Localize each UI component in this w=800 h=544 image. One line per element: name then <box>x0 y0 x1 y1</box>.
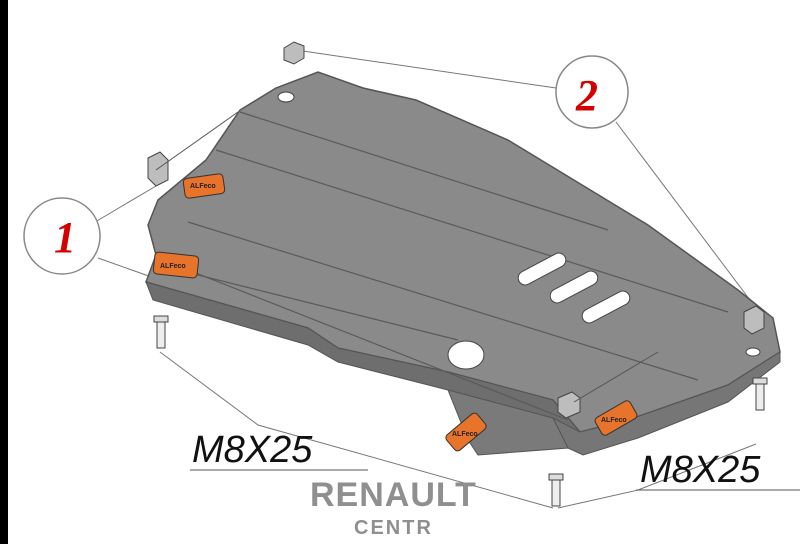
callout-circle <box>555 55 629 129</box>
pad-brand-label: ALFeco <box>452 431 478 438</box>
mount-hole <box>277 91 295 103</box>
plate-front-lip <box>447 389 569 456</box>
bolt-spec-label-right: M8X25 <box>640 449 761 491</box>
bracket-top <box>283 41 305 65</box>
callout-circle <box>23 197 101 275</box>
bracket-right <box>743 305 765 335</box>
mounting-pad: ALFeco <box>445 412 487 452</box>
logo-brand: RENAULT <box>310 476 477 514</box>
mounting-pad: ALFeco <box>182 173 226 199</box>
vent-slot <box>549 270 599 304</box>
vent-slot <box>517 252 567 286</box>
diagram-canvas: ALFeco ALFeco ALFeco ALFeco <box>8 0 800 544</box>
bracket-front <box>557 391 581 419</box>
callout-1: 1 <box>23 197 101 275</box>
plate-rib <box>187 221 699 381</box>
mounting-pads: ALFeco ALFeco ALFeco ALFeco <box>152 173 638 452</box>
plate-rib <box>215 149 729 313</box>
plate-rib <box>177 269 459 341</box>
skid-plate-diagram: ALFeco ALFeco ALFeco ALFeco <box>23 41 800 539</box>
mount-hole <box>745 347 761 357</box>
watermark-logo: RENAULT CENTR <box>310 476 477 539</box>
drain-hole <box>447 340 485 370</box>
mounting-pad: ALFeco <box>152 251 200 279</box>
plate-rib <box>167 261 569 421</box>
bolt-spec-label-left: M8X25 <box>192 429 313 471</box>
bracket-rod <box>155 111 239 171</box>
bolt-icon <box>752 377 768 411</box>
callout-number: 1 <box>54 213 76 262</box>
skid-plate <box>145 71 781 456</box>
logo-sub: CENTR <box>354 517 433 539</box>
callout-2: 2 <box>555 55 629 129</box>
vent-slots <box>517 252 631 324</box>
vent-slot <box>581 290 631 324</box>
callout-number: 2 <box>575 71 598 120</box>
bolt-icon <box>548 473 564 507</box>
bolts <box>153 315 768 507</box>
leader-line <box>89 185 157 226</box>
mounting-pad: ALFeco <box>594 400 638 436</box>
plate-rib <box>239 111 609 231</box>
leader-line <box>615 121 751 301</box>
bolt-icon <box>153 315 169 349</box>
bracket-rod <box>573 351 659 403</box>
pad-brand-label: ALFeco <box>190 183 216 190</box>
pad-brand-label: ALFeco <box>601 417 627 424</box>
leader-line <box>159 351 554 509</box>
plate-ribs <box>167 111 729 421</box>
pad-brand-label: ALFeco <box>160 263 186 270</box>
leader-line <box>295 49 557 89</box>
